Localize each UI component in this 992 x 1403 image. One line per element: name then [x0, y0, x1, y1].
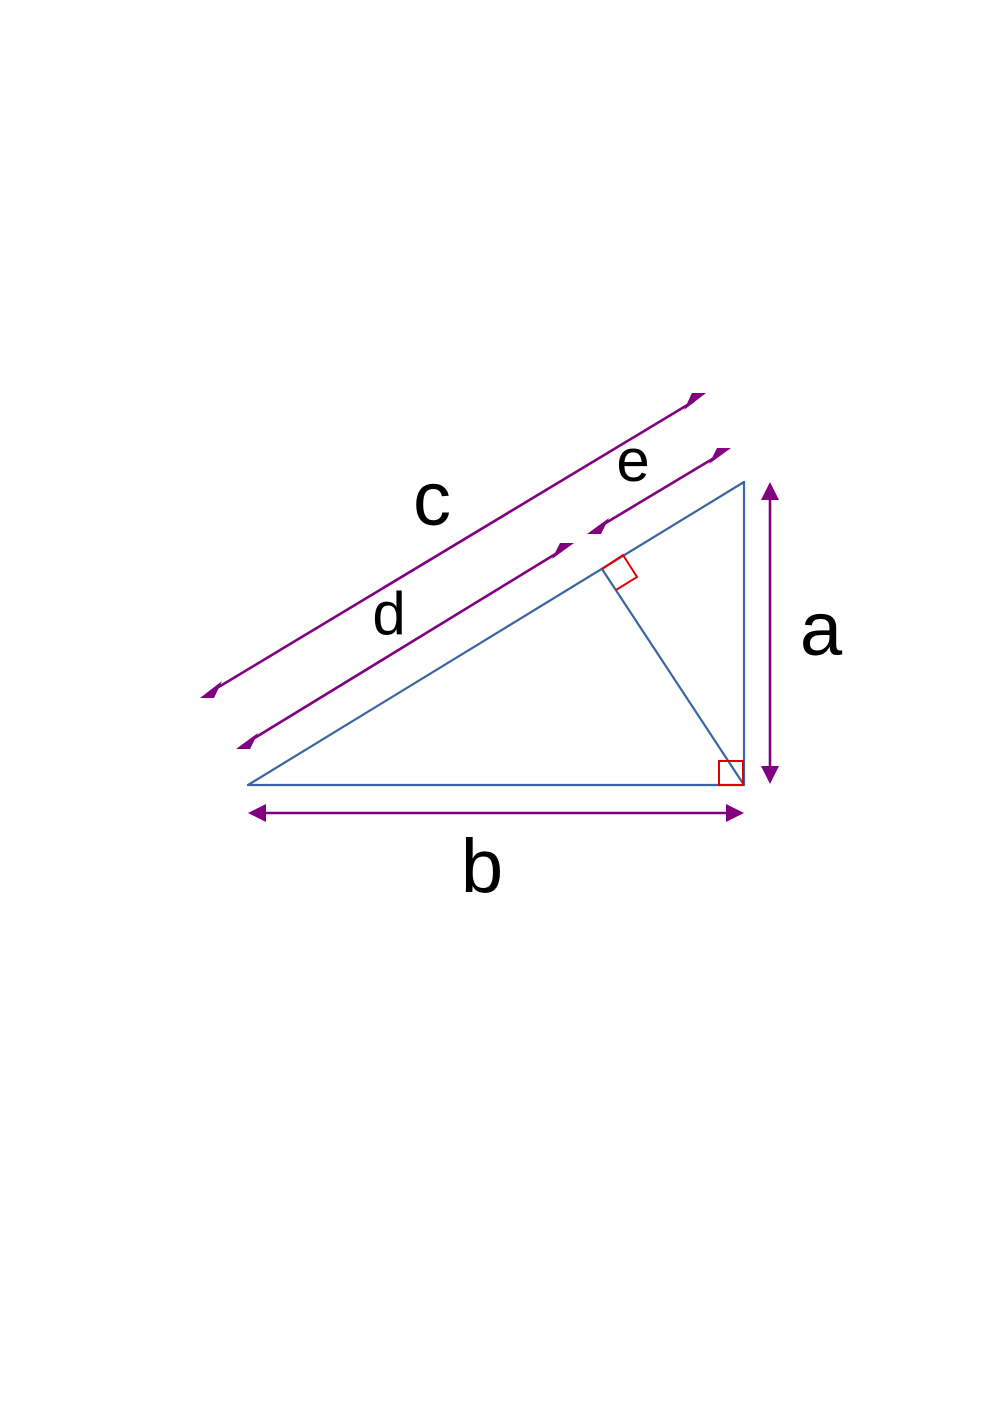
arrow-d	[236, 543, 574, 749]
arrow-b	[248, 804, 744, 822]
label-c: c	[413, 457, 451, 542]
label-b: b	[461, 824, 503, 909]
triangle	[246, 480, 746, 787]
label-e: e	[616, 427, 649, 494]
label-d: d	[372, 580, 405, 647]
right-angle-mark-vertex	[718, 760, 744, 786]
labels: c e d a b	[372, 427, 843, 909]
right-angle-mark-altitude	[601, 553, 639, 591]
right-angle-marks	[601, 553, 744, 786]
arrow-e	[587, 448, 731, 534]
triangle-hypotenuse-c	[246, 480, 746, 787]
dimension-arrows	[200, 393, 779, 822]
arrow-a	[761, 482, 779, 784]
triangle-altitude	[600, 567, 746, 787]
label-a: a	[800, 587, 843, 672]
arrow-c	[200, 393, 706, 698]
